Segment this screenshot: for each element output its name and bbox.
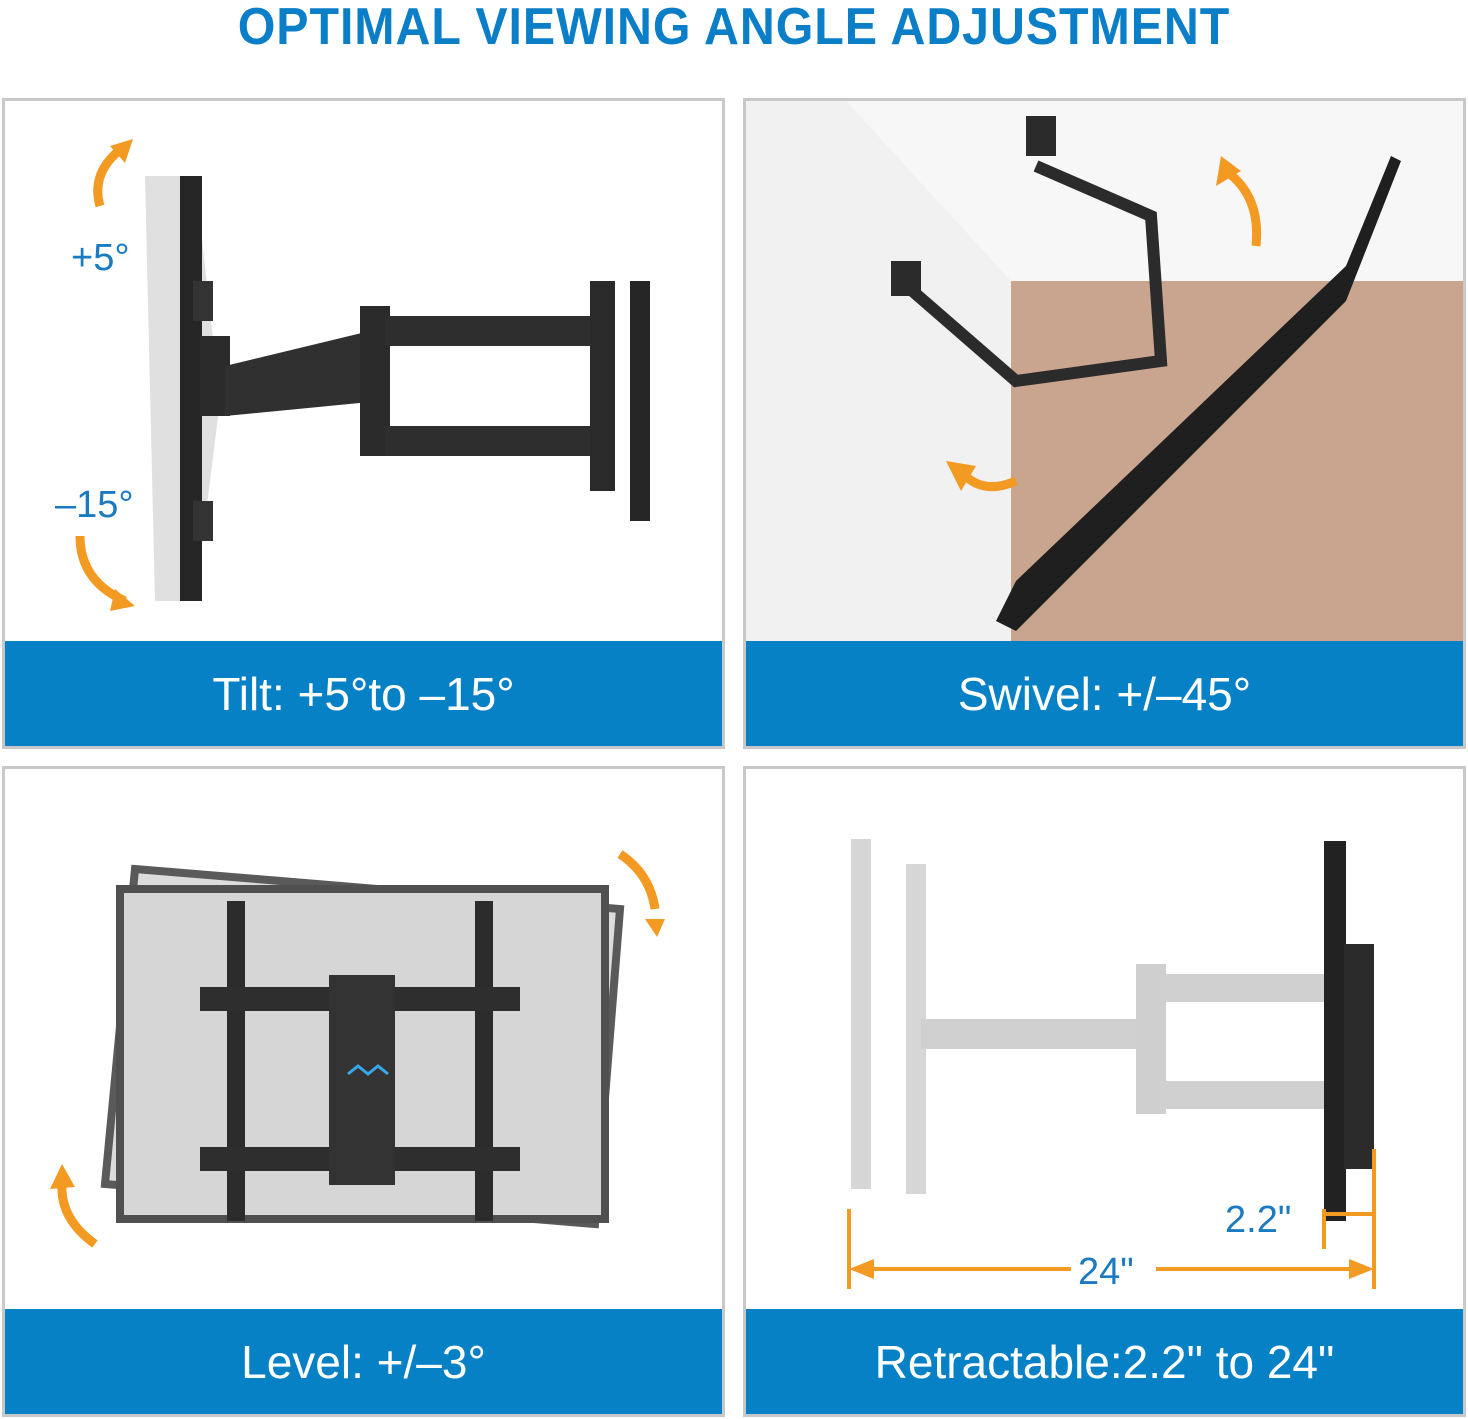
swivel-panel: Swivel: +/–45° (743, 98, 1466, 749)
level-caption: Level: +/–3° (5, 1309, 722, 1414)
min-extension-label: 2.2" (1225, 1199, 1292, 1241)
page-title: OPTIMAL VIEWING ANGLE ADJUSTMENT (237, 0, 1231, 56)
max-extension-label: 24" (1078, 1251, 1134, 1293)
tilt-up-label: +5° (71, 237, 130, 279)
level-mount-illustration (50, 850, 665, 1248)
tilt-mount-illustration (75, 139, 650, 611)
swivel-caption: Swivel: +/–45° (746, 641, 1463, 746)
tilt-caption: Tilt: +5°to –15° (5, 641, 722, 746)
tilt-down-label: –15° (55, 484, 134, 526)
swivel-mount-illustration (746, 101, 1463, 646)
retractable-caption: Retractable:2.2" to 24" (746, 1309, 1463, 1414)
level-panel: Level: +/–3° (2, 766, 725, 1417)
retractable-mount-illustration (847, 839, 1376, 1289)
tilt-panel: +5° –15° Tilt: +5°to –15° (2, 98, 725, 749)
retractable-panel: 2.2" 24" Retractable:2.2" to 24" (743, 766, 1466, 1417)
